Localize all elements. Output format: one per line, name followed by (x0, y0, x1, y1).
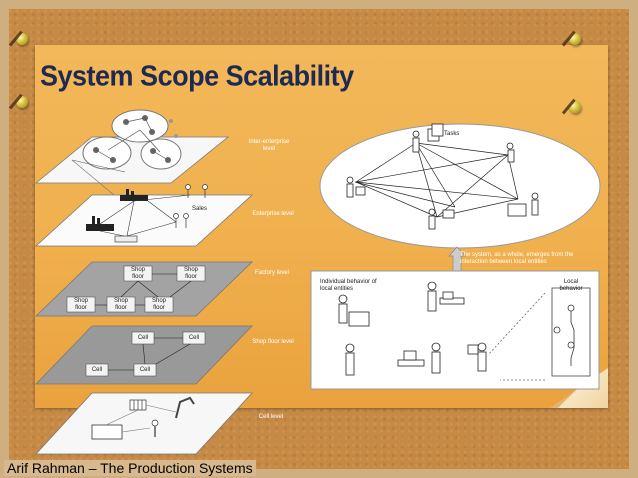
tasks-label: Tasks (444, 131, 460, 137)
individual-behavior-label: Individual behavior of local entities (320, 279, 377, 292)
shop-floor-label: Shop floor (151, 298, 166, 311)
worker-icon (151, 419, 159, 427)
sales-label: Sales (192, 206, 208, 212)
shop-floor-box (66, 296, 96, 313)
slide-caption: Arif Rahman – The Production Systems (4, 460, 256, 476)
slide-title: System Scope Scalability (40, 60, 354, 92)
level-label-factory: Factory level (254, 270, 289, 276)
cell-plane (35, 392, 253, 455)
level-label-enterprise: Enterprise level (252, 211, 294, 217)
local-behavior-label: Local behavior (559, 279, 583, 292)
pushpin-icon (16, 33, 28, 45)
inter-enterprise-plane (34, 136, 230, 184)
pushpin-icon (569, 101, 581, 113)
enterprise-plane (34, 194, 254, 247)
level-label-cell: Cell level (258, 414, 284, 420)
shop-floor-label: Shop floor (130, 267, 145, 280)
level-label-inter-enterprise: Inter-enterprise level (248, 139, 290, 152)
cell-label: Cell (188, 335, 200, 341)
cell-label: Cell (139, 367, 151, 373)
robot-arm-icon (175, 396, 195, 419)
behavior-panel (310, 270, 600, 390)
shop-floor-box (144, 296, 174, 313)
enterprise-cluster-icon (140, 138, 182, 170)
shop-floor-label: Shop floor (183, 267, 198, 280)
level-label-shop-floor: Shop floor level (252, 339, 294, 345)
pushpin-icon (569, 33, 581, 45)
shop-floor-label: Shop floor (73, 298, 88, 311)
pushpin-icon (16, 96, 28, 108)
emerge-text: The system, as a whole, emerges from the… (460, 252, 574, 265)
cell-label: Cell (91, 367, 103, 373)
enterprise-cluster-icon (111, 109, 169, 143)
tasks-ellipse (319, 123, 601, 249)
enterprise-cluster-icon (82, 136, 132, 170)
machine-icon (91, 424, 123, 440)
shop-floor-label: Shop floor (113, 298, 128, 311)
cell-label: Cell (137, 335, 149, 341)
